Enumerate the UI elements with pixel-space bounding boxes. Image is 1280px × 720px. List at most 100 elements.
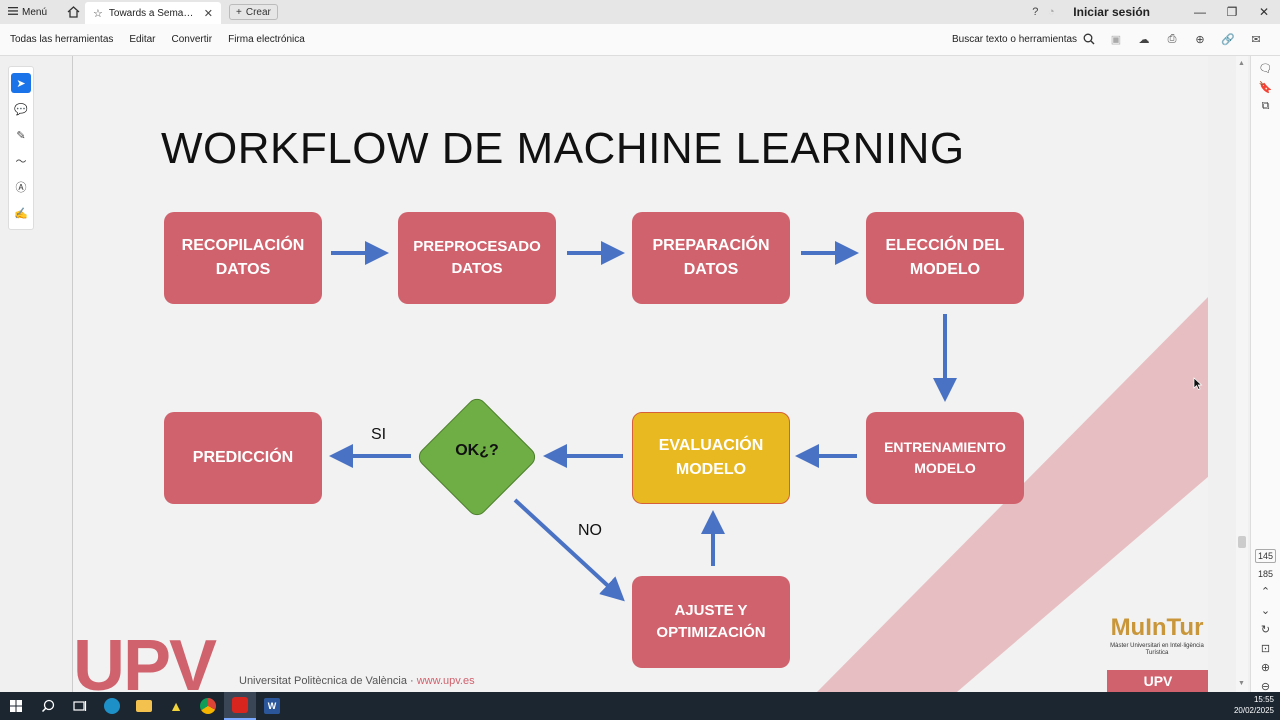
sign-icon[interactable]: ✍	[14, 207, 28, 220]
document-viewer[interactable]: WORKFLOW DE MACHINE LEARNING RECOPILACIÓ…	[72, 56, 1208, 692]
university-url: www.upv.es	[416, 675, 475, 687]
close-tab-icon[interactable]: ✕	[203, 7, 214, 20]
chrome-icon	[200, 698, 216, 714]
window-controls: ? ◔ Iniciar sesión — ❐ ✕	[1027, 0, 1280, 24]
create-label: Crear	[245, 6, 271, 18]
word-icon: W	[264, 698, 280, 714]
taskbar-clock[interactable]: 15:55 20/02/2025	[1234, 695, 1274, 717]
star-icon[interactable]: ☆	[93, 7, 103, 20]
taskbar-search[interactable]	[32, 692, 64, 720]
search-label: Buscar texto o herramientas	[952, 33, 1078, 45]
scroll-thumb[interactable]	[1238, 536, 1246, 548]
fit-page-icon[interactable]: ⊡	[1260, 643, 1271, 655]
print-icon[interactable]: ⎙	[1167, 32, 1177, 45]
page-up-icon[interactable]: ⌃	[1260, 586, 1271, 598]
pages-icon[interactable]: ⧉	[1261, 100, 1270, 112]
arrow-decision-ajuste	[513, 498, 625, 602]
step-evaluacion: EVALUACIÓN MODELO	[632, 412, 790, 504]
document-tab-title: Towards a Semantic ...	[108, 7, 198, 19]
vertical-scrollbar[interactable]: ▲ ▼	[1236, 56, 1248, 692]
step-preparacion: PREPARACIÓN DATOS	[632, 212, 790, 304]
select-pointer-icon[interactable]: ➤	[11, 73, 31, 93]
rotate-icon[interactable]: ↻	[1260, 624, 1271, 636]
clock-date: 20/02/2025	[1233, 705, 1274, 715]
step-recopilacion: RECOPILACIÓN DATOS	[164, 212, 322, 304]
chrome-app[interactable]	[192, 692, 224, 720]
menu-convert[interactable]: Convertir	[171, 34, 213, 45]
mulntur-title: MuInTur	[1110, 614, 1204, 641]
search-icon	[41, 699, 55, 713]
start-button[interactable]	[0, 692, 32, 720]
upv-logo: UPV	[73, 626, 217, 692]
email-icon[interactable]: ✉	[1251, 33, 1261, 46]
bookmarks-icon[interactable]: 🔖	[1258, 82, 1273, 94]
step-eleccion: ELECCIÓN DEL MODELO	[866, 212, 1024, 304]
plus-icon: +	[236, 6, 242, 18]
task-view-button[interactable]	[64, 692, 96, 720]
step-entrenamiento: ENTRENAMIENTO MODELO	[866, 412, 1024, 504]
slide-title: WORKFLOW DE MACHINE LEARNING	[161, 124, 965, 173]
zoom-in-icon[interactable]: ⊕	[1260, 662, 1271, 674]
highlight-pen-icon[interactable]: ✎	[16, 129, 26, 142]
home-icon	[67, 6, 79, 18]
mouse-cursor-icon	[1193, 377, 1203, 390]
step-ajuste: AJUSTE Y OPTIMIZACIÓN	[632, 576, 790, 668]
university-name: Universitat Politècnica de València ·	[239, 675, 417, 687]
university-footer: Universitat Politècnica de València · ww…	[239, 675, 475, 687]
menu-button[interactable]: Menú	[0, 0, 55, 24]
windows-taskbar: ▲ W 15:55 20/02/2025	[0, 692, 1280, 720]
document-tab[interactable]: ☆ Towards a Semantic ... ✕	[85, 2, 222, 24]
main-toolbar: Todas las herramientas Editar Convertir …	[0, 24, 1280, 56]
current-page[interactable]: 145	[1254, 549, 1277, 563]
folder-icon	[136, 700, 152, 712]
explorer-app[interactable]	[128, 692, 160, 720]
total-pages: 185	[1257, 569, 1274, 579]
notifications-icon[interactable]: ◔	[1047, 6, 1055, 18]
help-icon[interactable]: ?	[1032, 6, 1039, 18]
step-prediccion: PREDICCIÓN	[164, 412, 322, 504]
task-view-icon	[73, 701, 87, 711]
page-down-icon[interactable]: ⌄	[1260, 605, 1271, 617]
search-document-icon[interactable]: ⊕	[1195, 33, 1205, 46]
save-icon[interactable]: ▣	[1110, 33, 1122, 46]
menu-edit[interactable]: Editar	[129, 34, 156, 45]
upload-cloud-icon[interactable]: ☁	[1138, 33, 1150, 46]
edge-icon	[104, 698, 120, 714]
mulntur-logo: MuInTur Màster Universitari en Intel·lig…	[1105, 616, 1208, 657]
mulntur-subtitle: Màster Universitari en Intel·ligència Tu…	[1110, 643, 1204, 657]
close-window-icon[interactable]: ✕	[1258, 5, 1270, 19]
comments-icon[interactable]: 🗨	[1258, 63, 1273, 75]
menu-esign[interactable]: Firma electrónica	[228, 34, 305, 45]
menu-all-tools[interactable]: Todas las herramientas	[10, 34, 114, 45]
edge-app[interactable]	[96, 692, 128, 720]
step-preprocesado: PREPROCESADO DATOS	[398, 212, 556, 304]
acrobat-app[interactable]	[224, 692, 256, 720]
warning-app[interactable]: ▲	[160, 692, 192, 720]
upv-band: UPV	[1107, 670, 1208, 692]
title-tab-bar: Menú ☆ Towards a Semantic ... ✕ + Crear …	[0, 0, 1280, 24]
clock-time: 15:55	[1253, 695, 1274, 704]
draw-freehand-icon[interactable]: 〜	[15, 156, 27, 168]
add-comment-icon[interactable]: 💬	[14, 103, 28, 116]
acrobat-icon	[232, 697, 248, 713]
word-app[interactable]: W	[256, 692, 288, 720]
search-icon	[1083, 33, 1095, 45]
home-button[interactable]	[61, 0, 85, 24]
no-label: NO	[578, 522, 602, 539]
windows-logo-icon	[10, 700, 22, 712]
yes-label: SI	[371, 426, 387, 443]
restore-icon[interactable]: ❐	[1226, 5, 1238, 19]
zoom-out-icon[interactable]: ⊖	[1260, 681, 1271, 693]
create-button[interactable]: + Crear	[229, 4, 278, 20]
scroll-down-icon[interactable]: ▼	[1238, 680, 1245, 687]
menu-label: Menú	[22, 6, 48, 18]
hamburger-icon	[8, 6, 18, 18]
signin-button[interactable]: Iniciar sesión	[1073, 5, 1150, 19]
warning-icon: ▲	[169, 698, 183, 714]
link-icon[interactable]: 🔗	[1221, 33, 1235, 46]
minimize-icon[interactable]: —	[1194, 5, 1206, 19]
search-tools[interactable]: Buscar texto o herramientas	[952, 33, 1095, 45]
text-select-icon[interactable]: Ⓐ	[15, 182, 27, 194]
scroll-up-icon[interactable]: ▲	[1238, 60, 1245, 67]
left-tool-rail: ➤ 💬 ✎ 〜 Ⓐ ✍	[8, 66, 34, 230]
